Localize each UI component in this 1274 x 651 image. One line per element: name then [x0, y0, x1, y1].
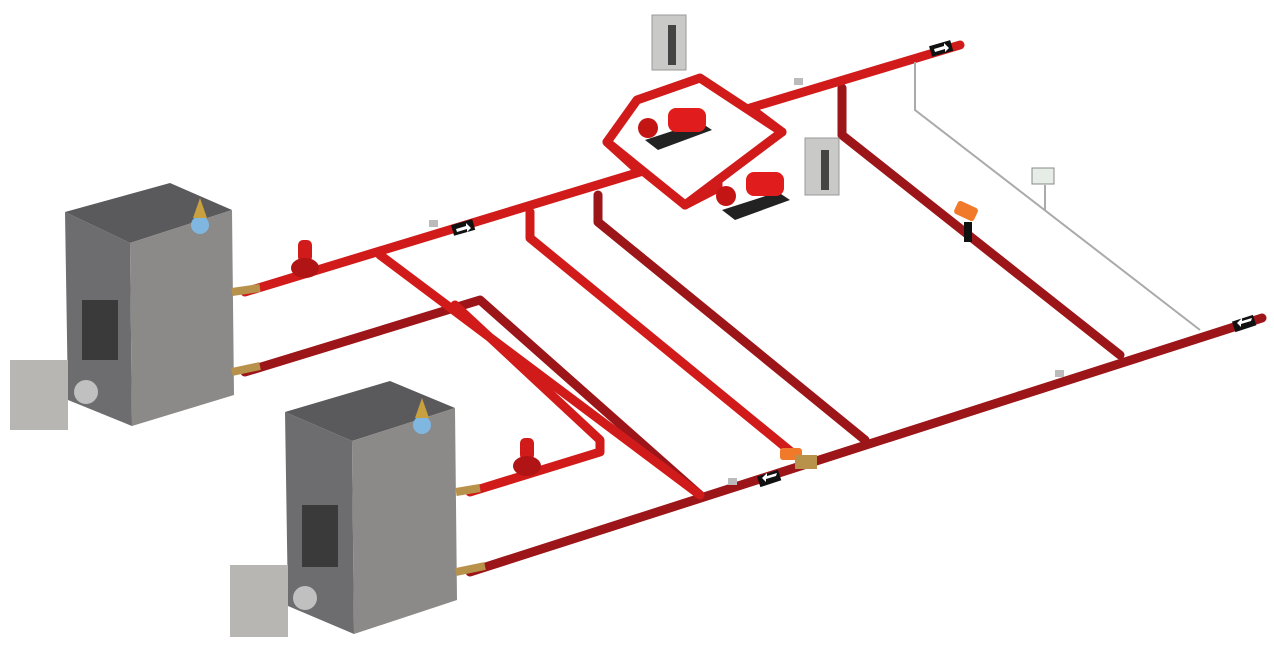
zone-valve-icon — [954, 200, 978, 242]
flow-arrow-icon — [451, 219, 476, 236]
flow-arrow-icon — [756, 469, 782, 488]
return-piping — [240, 83, 1267, 577]
sensor-icon — [794, 78, 803, 85]
vfd-panel-icon — [804, 137, 840, 196]
boiler-icon — [230, 381, 486, 637]
pump-icon — [291, 240, 319, 278]
vfd-panel-icon — [651, 14, 687, 71]
sensor-wire — [914, 62, 1201, 331]
sensor-icon — [728, 478, 737, 485]
boiler-icon — [10, 183, 261, 430]
flow-arrow-icon — [1231, 314, 1257, 333]
sensor-icon — [1031, 167, 1055, 185]
pump-icon — [716, 172, 790, 220]
pump-icon — [513, 438, 541, 476]
sensor-icon — [429, 220, 438, 227]
sensor-icon — [1055, 370, 1064, 377]
flow-arrow-icon — [929, 40, 954, 57]
pump-icon — [638, 108, 712, 150]
zone-valve-icon — [780, 448, 817, 469]
